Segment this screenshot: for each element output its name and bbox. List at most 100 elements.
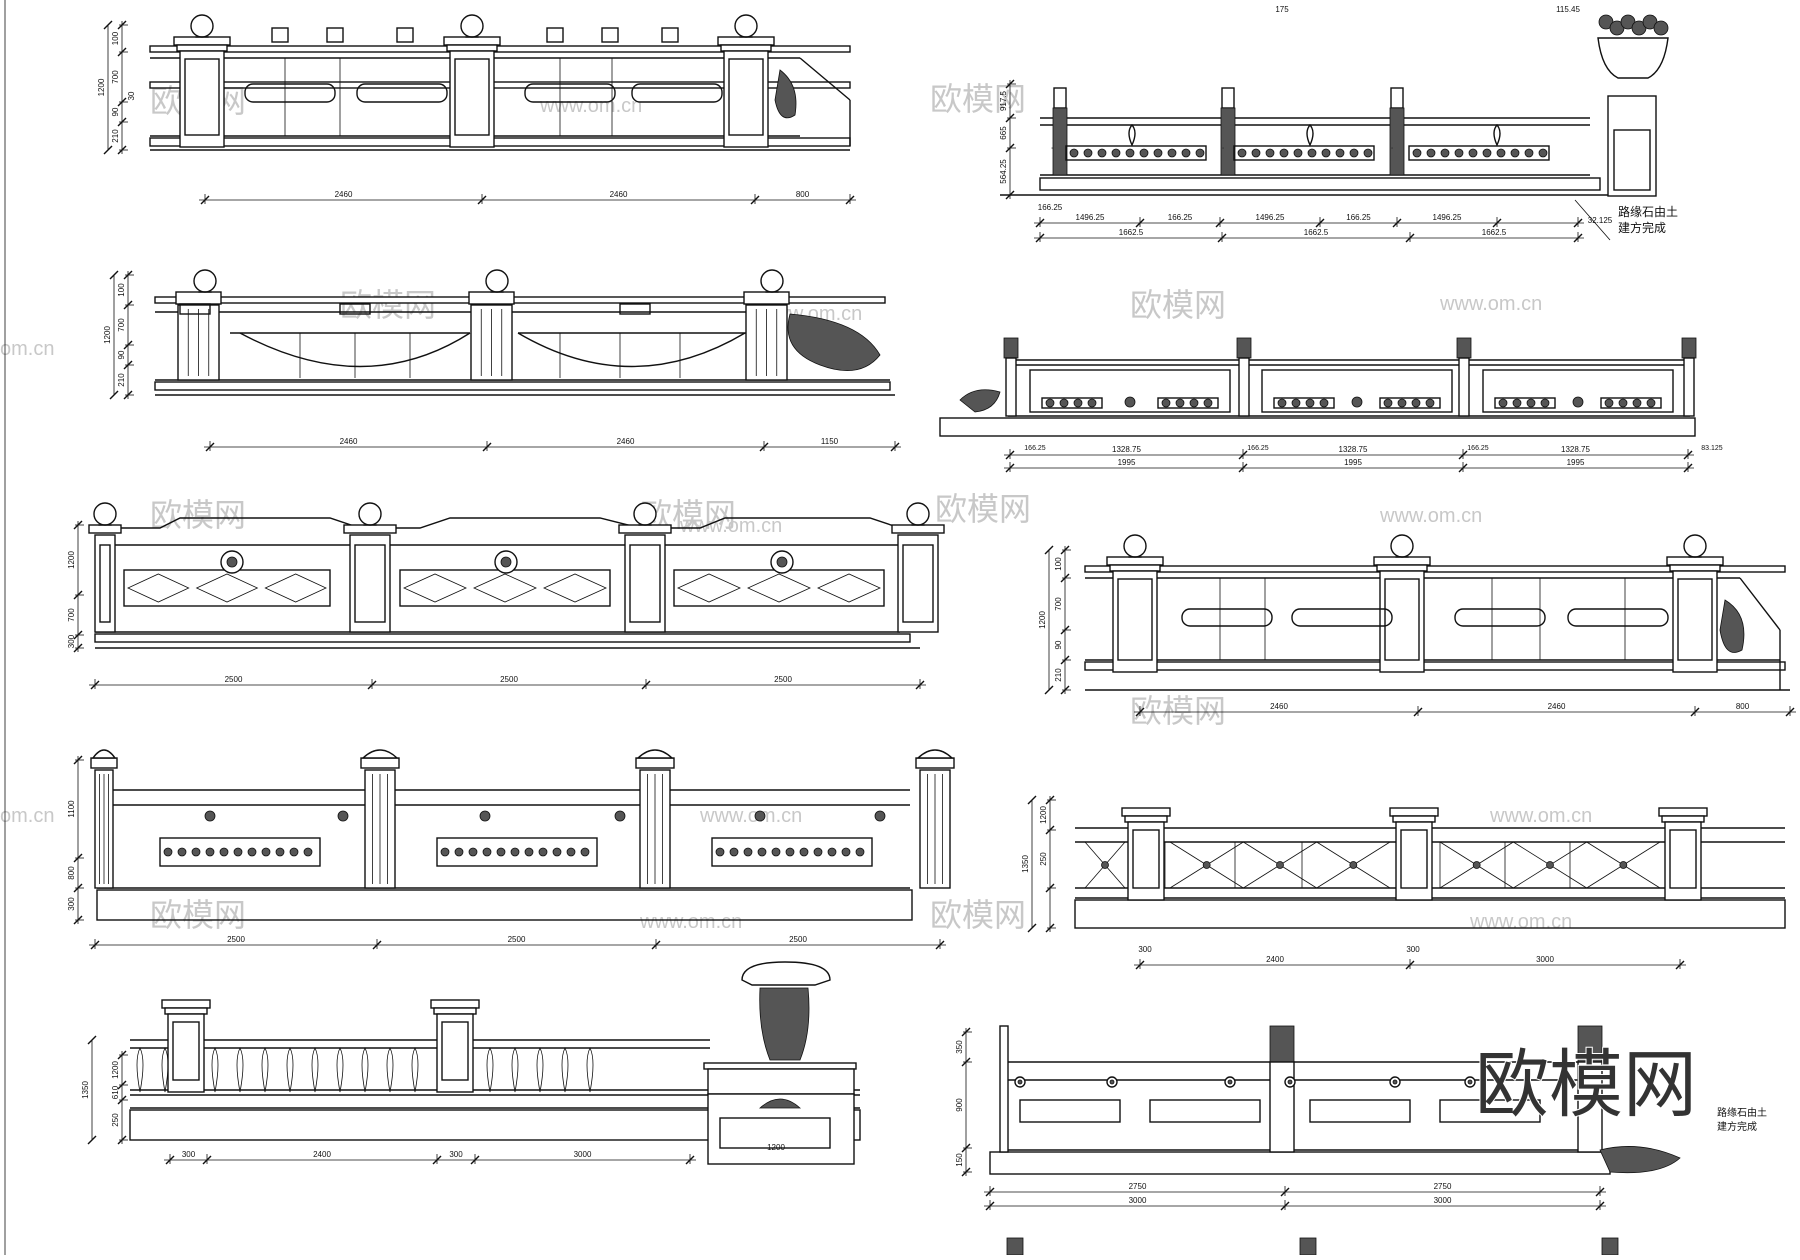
post-cap <box>1107 557 1163 565</box>
recessed-panel <box>1310 1100 1410 1122</box>
carving-motif <box>1126 149 1134 157</box>
watermark-logo: 欧模网 <box>150 497 246 533</box>
carving-motif <box>800 848 808 856</box>
watermark-url: www.om.cn <box>1439 293 1542 315</box>
dimension-label: 1995 <box>1344 458 1362 467</box>
dome-finial <box>363 750 397 758</box>
carving-motif <box>1278 399 1286 407</box>
watermark-url-edge: om.cn <box>0 338 54 360</box>
dimension-label: 300 <box>1138 945 1152 954</box>
carving-motif <box>1190 399 1198 407</box>
pillar <box>350 535 390 632</box>
dimension-label: 1662.5 <box>1482 228 1507 237</box>
carving-motif <box>1499 399 1507 407</box>
carving-motif <box>525 848 533 856</box>
dimension-label: 250 <box>1039 852 1048 866</box>
rail-ornament <box>205 811 215 821</box>
cross-stud <box>1102 862 1109 869</box>
vase-baluster <box>412 1048 418 1092</box>
ball-finial <box>94 503 116 525</box>
planter-pedestal <box>1608 96 1656 196</box>
cross-stud <box>1203 862 1210 869</box>
watermark-logo: 欧模网 <box>340 287 436 323</box>
ball-finial <box>1391 535 1413 557</box>
carving-motif <box>1070 149 1078 157</box>
post-cap <box>1222 88 1234 108</box>
post-cap <box>176 292 221 304</box>
dimension-label: 210 <box>1054 668 1063 682</box>
carved-post-cap <box>1270 1026 1294 1062</box>
carving-motif <box>1266 149 1274 157</box>
ball-finial <box>1684 535 1706 557</box>
pillar <box>1380 571 1424 672</box>
dimension-label: 2460 <box>1270 702 1288 711</box>
dimension-label: 700 <box>117 318 126 332</box>
dimension-label: 1328.75 <box>1561 445 1590 454</box>
watermark-big-logo: 欧模网 <box>1475 1043 1697 1126</box>
dimension-label: 1200 <box>103 326 112 344</box>
dimension-label: 1350 <box>1021 855 1030 873</box>
plinth <box>940 418 1695 436</box>
note-text: 路缘石由土 <box>1618 204 1678 219</box>
post-cap <box>174 37 230 45</box>
rosette <box>1125 397 1135 407</box>
post-cap <box>744 292 789 304</box>
rosette-center <box>227 557 237 567</box>
carving-motif <box>483 848 491 856</box>
carving-motif <box>1140 149 1148 157</box>
post <box>1006 358 1016 416</box>
watermark-logo: 欧模网 <box>935 491 1031 527</box>
carving-motif <box>276 848 284 856</box>
vase-baluster <box>537 1048 543 1092</box>
carved-post <box>1221 108 1235 175</box>
carving-motif <box>1088 399 1096 407</box>
post-cap-band <box>434 1008 476 1014</box>
ball-finial <box>761 270 783 292</box>
carving-motif <box>581 848 589 856</box>
vase-baluster <box>512 1048 518 1092</box>
diamond-motif <box>197 574 258 602</box>
carving-motif <box>1511 149 1519 157</box>
rounded-panel <box>1292 609 1392 626</box>
watermark-logo: 欧模网 <box>1130 693 1226 729</box>
dimension-label: 1100 <box>67 800 76 818</box>
dimension-label: 2460 <box>335 190 353 199</box>
pillar <box>1113 571 1157 672</box>
diamond-motif <box>678 574 740 602</box>
post <box>1459 358 1469 416</box>
dimension-label: 917.5 <box>999 90 1008 111</box>
note-text: 建方完成 <box>1618 220 1666 235</box>
carving-motif <box>1292 399 1300 407</box>
post-cap <box>91 758 117 768</box>
edge-line <box>800 58 850 100</box>
post-cap-band <box>1125 816 1167 822</box>
vase-baluster <box>262 1048 268 1092</box>
post-cap <box>444 37 500 45</box>
carving-motif <box>716 848 724 856</box>
dimension-label: 90 <box>1054 640 1063 649</box>
scroll-ornament <box>788 314 880 371</box>
recessed-panel <box>1150 1100 1260 1122</box>
dimension-label: 2500 <box>500 675 518 684</box>
watermark-url-edge: om.cn <box>0 805 54 827</box>
dimension-label: 1350 <box>81 1081 90 1099</box>
rosette-eye <box>1110 1080 1114 1084</box>
dimension-label: 300 <box>182 1150 196 1159</box>
dimension-label: 210 <box>111 129 120 143</box>
post-cap <box>1667 557 1723 565</box>
vase-baluster <box>237 1048 243 1092</box>
carving-motif <box>1350 149 1358 157</box>
dimension-label: 100 <box>1054 557 1063 571</box>
post-cap <box>1659 808 1707 816</box>
cross-stud <box>1350 862 1357 869</box>
carving-motif <box>1336 149 1344 157</box>
carving-motif <box>1252 149 1260 157</box>
carving-motif <box>744 848 752 856</box>
carving-motif <box>248 848 256 856</box>
carving-motif <box>1176 399 1184 407</box>
carving-motif <box>1306 399 1314 407</box>
carving-motif <box>1182 149 1190 157</box>
carved-post <box>1053 108 1067 175</box>
carving-motif <box>1398 399 1406 407</box>
